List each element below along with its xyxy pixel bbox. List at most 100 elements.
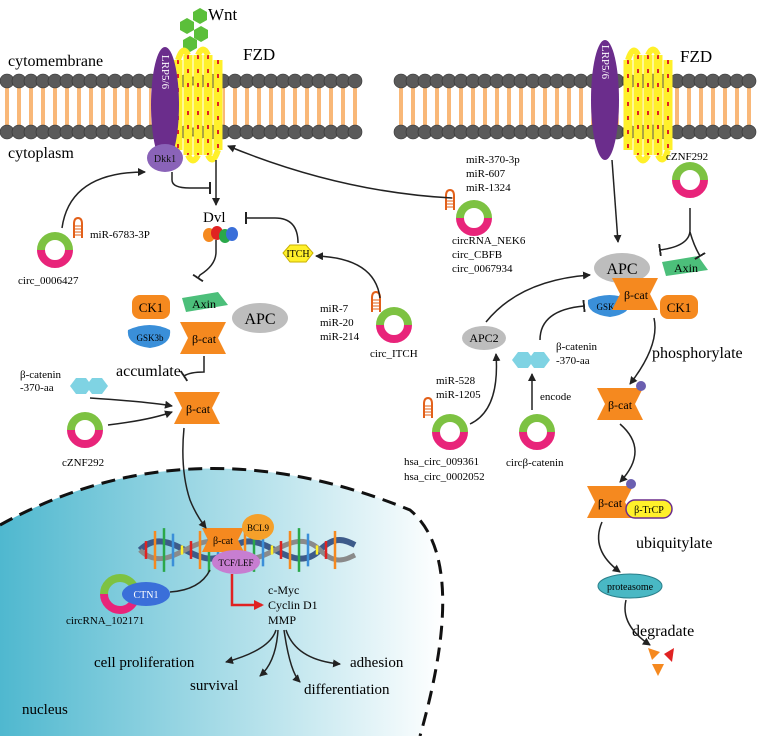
encode-label: encode xyxy=(540,391,571,403)
tcf-lef: TCF/LEF xyxy=(212,550,260,574)
beta-catenin-mid: β-cat xyxy=(174,392,220,424)
bcatenin-370aa-left-icon xyxy=(70,378,108,394)
lrp-left-label: LRP5/6 xyxy=(159,55,171,90)
target-cyclind1: Cyclin D1 xyxy=(268,598,318,612)
dvl-label: Dvl xyxy=(203,210,226,226)
pathway-arrows xyxy=(61,144,706,683)
circ-nek6-icon xyxy=(456,200,492,236)
degradate-label: degradate xyxy=(632,623,694,640)
hsa-circ-icon xyxy=(432,414,468,450)
axin-left: Axin xyxy=(182,292,228,312)
dkk1-label: Dkk1 xyxy=(154,154,176,165)
tcflef-label: TCF/LEF xyxy=(218,558,253,568)
fzd-left-label: FZD xyxy=(243,45,275,64)
gsk3b-right-label: GSK3b xyxy=(596,302,624,312)
mir-itch-2: miR-20 xyxy=(320,317,354,329)
hsa-circ-2: hsa_circ_0002052 xyxy=(404,471,485,483)
fzd-receptor-left xyxy=(173,46,223,164)
czf-left-label: cZNF292 xyxy=(62,457,104,469)
phosphorylate-label: phosphorylate xyxy=(652,345,743,362)
bcl9: BCL9 xyxy=(242,514,274,540)
mir-6783-label: miR-6783-3P xyxy=(90,229,150,241)
proteasome-label: proteasome xyxy=(607,582,654,593)
cell-membrane-right xyxy=(393,73,757,140)
bcatenin-370aa-left-2: -370-aa xyxy=(20,382,54,394)
btrcp: β-TrCP xyxy=(625,499,673,519)
bcat-left-label: β-cat xyxy=(192,332,217,346)
lrp-right-label: LRP5/6 xyxy=(599,45,611,80)
ubiquitylate-label: ubiquitylate xyxy=(636,535,712,552)
beta-catenin-right: β-cat xyxy=(612,278,658,310)
circrna-102171-label: circRNA_102171 xyxy=(66,615,144,627)
wnt-ligand xyxy=(180,8,208,52)
mir528-2: miR-1205 xyxy=(436,389,481,401)
mir-itch-1: miR-7 xyxy=(320,303,349,315)
target-mmp: MMP xyxy=(268,613,296,627)
ck1-right-label: CK1 xyxy=(667,300,692,315)
itch-protein: ITCH xyxy=(282,244,314,263)
differentiation-label: differentiation xyxy=(304,682,390,698)
apc-right: APC xyxy=(594,253,650,283)
target-cmyc: c-Myc xyxy=(268,583,299,597)
adhesion-label: adhesion xyxy=(350,655,404,671)
degraded-fragments-icon xyxy=(648,648,674,676)
mir-6783-hairpin-icon xyxy=(73,216,83,238)
axin-right: Axin xyxy=(662,256,708,276)
itch-label: ITCH xyxy=(286,249,309,260)
fzd-right-label: FZD xyxy=(680,47,712,66)
bcl9-label: BCL9 xyxy=(247,523,270,533)
circ-0006427-icon xyxy=(37,232,73,268)
ctn1: CTN1 xyxy=(122,582,170,606)
circ-bcatenin-icon xyxy=(519,414,555,450)
circ-nek6-1: circRNA_NEK6 xyxy=(452,235,526,247)
bcatenin-370aa-left-1: β-catenin xyxy=(20,369,62,381)
mir-nek6-hairpin-icon xyxy=(445,188,455,210)
apc-left: APC xyxy=(232,303,288,333)
bcat-phos-label: β-cat xyxy=(608,398,633,412)
mir-nek6-3: miR-1324 xyxy=(466,182,511,194)
hsa-circ-1: hsa_circ_009361 xyxy=(404,456,479,468)
lrp56-right: LRP5/6 xyxy=(591,40,619,160)
fzd-receptor-right xyxy=(623,46,673,164)
czf292-left-icon xyxy=(67,412,103,448)
czf292-right-icon xyxy=(672,162,708,198)
circ-itch-label: circ_ITCH xyxy=(370,348,418,360)
beta-catenin-phosphorylated: β-cat xyxy=(597,381,646,420)
ctn1-label: CTN1 xyxy=(134,590,159,601)
wnt-label: Wnt xyxy=(208,5,238,24)
mir-itch-3: miR-214 xyxy=(320,331,360,343)
gsk3b-left: GSK3b xyxy=(127,325,171,348)
btrcp-label: β-TrCP xyxy=(634,505,664,516)
apc2-label: APC2 xyxy=(469,331,498,345)
mir528-hairpin-icon xyxy=(423,396,433,418)
proteasome: proteasome xyxy=(597,573,663,599)
beta-catenin-left: β-cat xyxy=(180,322,226,354)
beta-catenin-nucleus: β-cat xyxy=(202,528,244,552)
apc2: APC2 xyxy=(462,326,506,350)
mir-nek6-1: miR-370-3p xyxy=(466,154,520,166)
circ-itch-icon xyxy=(376,307,412,343)
nucleus-region xyxy=(0,467,445,737)
axin-right-label: Axin xyxy=(674,261,698,275)
circ-bcatenin-label: circβ-catenin xyxy=(506,457,564,469)
cell-proliferation-label: cell proliferation xyxy=(94,655,195,671)
czf-right-label: cZNF292 xyxy=(666,151,708,163)
ck1-right: CK1 xyxy=(660,295,698,319)
gsk3b-left-label: GSK3b xyxy=(136,333,164,343)
bcat-ub-label: β-cat xyxy=(598,496,623,510)
circ-0006427-label: circ_0006427 xyxy=(18,275,79,287)
bcat-nuc-label: β-cat xyxy=(213,536,233,547)
survival-label: survival xyxy=(190,678,238,694)
bcatenin-370aa-right-2: -370-aa xyxy=(556,355,590,367)
nucleus-label: nucleus xyxy=(22,702,68,718)
ck1-left-label: CK1 xyxy=(139,300,164,315)
bcat-right-label: β-cat xyxy=(624,288,649,302)
cytomembrane-label: cytomembrane xyxy=(8,53,103,70)
ck1-left: CK1 xyxy=(132,295,170,319)
bcatenin-370aa-right-icon xyxy=(512,352,550,368)
circ-nek6-2: circ_CBFB xyxy=(452,249,502,261)
accumulate-label: accumlate xyxy=(116,363,181,380)
beta-catenin-ubiquitylated: β-cat xyxy=(587,479,636,518)
apc-right-label: APC xyxy=(606,261,637,278)
